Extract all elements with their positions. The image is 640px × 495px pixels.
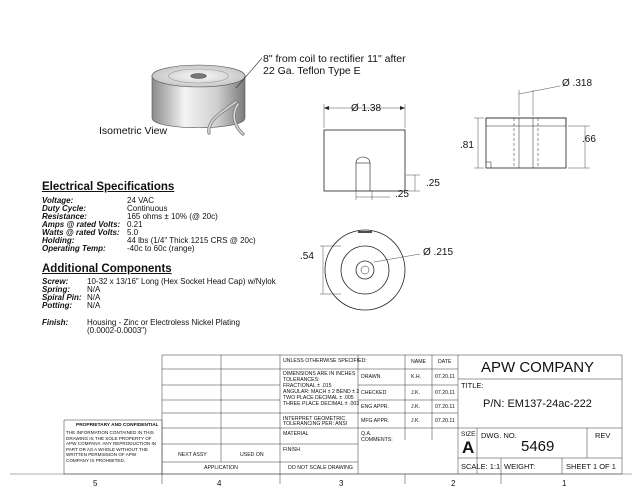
sheet-label: SHEET 1 OF 1 [566, 462, 616, 471]
dims-note-1: DIMENSIONS ARE IN INCHES [283, 371, 356, 377]
dwg-no-label: DWG. NO. [481, 431, 517, 440]
proprietary-text: THE INFORMATION CONTAINED IN THIS DRAWIN… [66, 430, 157, 463]
front-view [323, 104, 420, 200]
lead-note-line2: 22 Ga. Teflon Type E [263, 65, 361, 77]
lead-wires [207, 57, 263, 136]
dims-note-6: THREE PLACE DECIMAL ± .003 [283, 401, 360, 407]
rev-label: REV [595, 431, 611, 440]
proprietary-title: PROPRIETARY AND CONFIDENTIAL [76, 423, 159, 428]
finish-line2: (0.0002-0.0003") [87, 326, 147, 335]
dims-note-4: ANGULAR: MACH ± 2 BEND ± 2 [283, 389, 360, 395]
name-mfg-appr: J.K. [411, 418, 420, 424]
role-qa: Q.A. [361, 431, 372, 437]
lead-note-line1: 8" from coil to rectifier 11" after [263, 53, 406, 65]
role-checked: CHECKED [361, 390, 387, 396]
dwg-no-value: 5469 [521, 438, 555, 455]
unless-specified: UNLESS OTHERWISE SPECIFIED: [283, 358, 367, 364]
next-assy-label: NEXT ASSY [178, 452, 207, 458]
dim-height-side-body: .66 [582, 134, 596, 145]
zone-number: 3 [339, 479, 344, 488]
dim-height-bottom: .54 [300, 251, 314, 262]
company-name: APW COMPANY [481, 359, 595, 376]
bottom-view [320, 229, 421, 311]
name-checked: J.K. [411, 390, 420, 396]
title-block-grid [10, 354, 632, 484]
role-mfg-appr: MFG APPR. [361, 418, 390, 424]
dims-note-5: TWO PLACE DECIMAL ± .005 [283, 395, 354, 401]
date-drawn: 07.20.11 [435, 374, 455, 380]
dim-diameter-top: Ø 1.38 [351, 103, 382, 114]
size-value: A [462, 438, 475, 457]
title-label: TITLE: [461, 381, 484, 390]
dim-diameter-bolt: Ø .318 [562, 78, 593, 89]
finish-label: Finish: [42, 318, 69, 327]
zone-number: 4 [217, 479, 222, 488]
date-header: DATE [438, 359, 452, 365]
finish-line1: Housing - Zinc or Electroless Nickel Pla… [87, 318, 240, 327]
dim-height-small: .25 [395, 189, 409, 200]
electrical-specs-list: Voltage:24 VAC Duty Cycle:Continuous Res… [42, 196, 256, 253]
used-on-label: USED ON [240, 452, 264, 458]
isometric-view-label: Isometric View [99, 125, 168, 137]
dim-height-side-total: .81 [460, 140, 474, 151]
material-label: MATERIAL [283, 431, 309, 437]
zone-number: 5 [93, 479, 98, 488]
weight-label: WEIGHT: [504, 462, 536, 471]
zone-number: 2 [451, 479, 456, 488]
zone-number: 1 [562, 479, 567, 488]
date-checked: 07.20.11 [435, 390, 455, 396]
scale-label: SCALE: 1:1 [461, 462, 501, 471]
side-view [474, 85, 590, 169]
electrical-specs-title: Electrical Specifications [42, 181, 175, 193]
part-number: P/N: EM137-24ac-222 [483, 398, 592, 410]
date-eng-appr: 07.20.11 [435, 404, 455, 410]
interpret-1: INTERPRET GEOMETRIC [283, 416, 346, 422]
size-label: SIZE [461, 431, 476, 438]
name-drawn: K.H. [411, 374, 422, 380]
dims-note-2: TOLERANCES: [283, 377, 320, 383]
additional-components-title: Additional Components [42, 263, 172, 275]
role-eng-appr: ENG APPR. [361, 404, 389, 410]
date-mfg-appr: 07.20.11 [435, 418, 455, 424]
name-header: NAME [411, 359, 426, 365]
finish-label-tb: FINISH [283, 447, 301, 453]
additional-components-list: Screw:10-32 x 13/16" Long (Hex Socket He… [42, 277, 276, 310]
comments-label: COMMENTS: [361, 437, 393, 443]
role-drawn: DRAWN [361, 374, 381, 380]
interpret-2: TOLERANCING PER: ANSI [283, 421, 348, 427]
do-not-scale: DO NOT SCALE DRAWING [288, 465, 353, 471]
application-label: APPLICATION [204, 465, 238, 471]
name-eng-appr: J.K. [411, 404, 420, 410]
isometric-magnet [151, 64, 246, 128]
dim-diameter-hole: Ø .215 [423, 247, 454, 258]
dims-note-3: FRACTIONAL ± .015 [283, 383, 332, 389]
dim-height-front: .25 [426, 178, 440, 189]
